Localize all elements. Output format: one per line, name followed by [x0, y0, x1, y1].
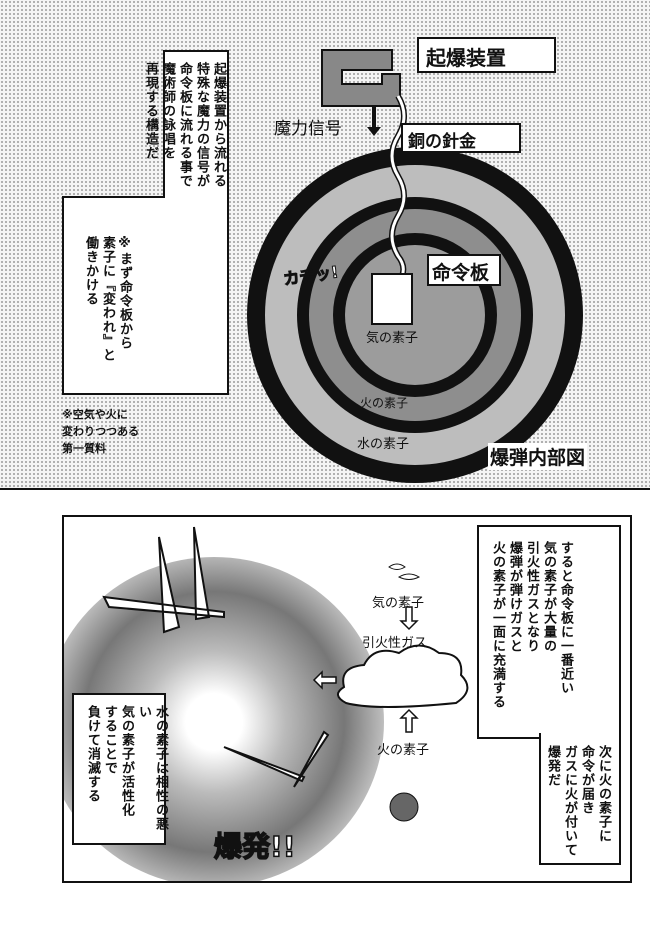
- arrow-up-icon: [399, 708, 419, 733]
- label-flammable-gas: 引火性ガス: [362, 636, 428, 651]
- narration-box: [163, 50, 229, 202]
- narration-line: 負けて消滅する: [85, 705, 100, 803]
- narration-line: 火の素子が一面に充満する: [490, 541, 505, 709]
- diagram-title: 爆弾内部図: [488, 443, 588, 470]
- panel-bomb-diagram: 起爆装置から流れる 特殊な魔力の信号が 命令板に流れる事で 魔術師の詠唱を 再現…: [0, 0, 650, 490]
- narration-line: 起爆装置から流れる: [211, 62, 226, 188]
- narration-line: 命令板に流れる事で: [177, 62, 192, 188]
- air-swirl-icon: [388, 563, 421, 580]
- label-air-element: 気の素子: [372, 596, 425, 611]
- narration-line: 気の素子が活性化: [119, 705, 134, 817]
- label-command-plate: 命令板: [432, 262, 490, 284]
- footnote-line: ※空気や火に: [62, 408, 128, 421]
- arrow-down-icon: [367, 105, 381, 136]
- narration-box-bottom: [539, 733, 621, 865]
- narration-left: 水の素子は相性の悪い 気の素子が活性化 することで 負けて消滅する: [84, 705, 169, 840]
- narration-line: 気の素子が大量の: [541, 541, 556, 653]
- narration-line: すると命令板に一番近い: [558, 541, 573, 695]
- explosion-art: [102, 526, 469, 822]
- fire-element-icon: [389, 792, 419, 822]
- footnote-line: 第一質料: [62, 442, 106, 455]
- sfx-explosion: 爆発!!: [213, 829, 296, 864]
- narration-line: 爆弾が弾けガスと: [507, 541, 522, 653]
- label-magic-signal: 魔力信号: [274, 119, 342, 139]
- footnote: ※空気や火に 変わりつつある 第一質料: [62, 406, 139, 457]
- label-water-element: 水の素子: [357, 437, 410, 452]
- narration-line: することで: [102, 705, 117, 775]
- arrow-down-icon: [399, 606, 419, 631]
- label-detonator: 起爆装置: [426, 46, 506, 70]
- narration-box-top: [477, 525, 621, 739]
- label-fire-element: 火の素子: [360, 396, 409, 410]
- command-plate-icon: [371, 273, 413, 325]
- narration-bottom: 次に火の素子に 命令が届き ガスに火が付いて 爆発だ: [544, 745, 612, 860]
- narration-box-lower: [62, 198, 229, 395]
- narration-line: 水の素子は相性の悪い: [136, 705, 168, 831]
- narration-line: 再現する構造だ: [143, 62, 158, 160]
- shard-icon: [102, 526, 225, 634]
- narration-line: 働きかける: [83, 236, 98, 306]
- narration-line: 引火性ガスとなり: [524, 541, 539, 653]
- narration-line: 命令が届き: [579, 745, 594, 815]
- narration-main: 起爆装置から流れる 特殊な魔力の信号が 命令板に流れる事で 魔術師の詠唱を 再現…: [142, 62, 227, 252]
- label-fire-element: 火の素子: [377, 743, 430, 758]
- arrow-left-icon: [312, 670, 337, 690]
- detonator-icon: [321, 49, 401, 107]
- narration-note: ※まず命令板から 素子に『変われ』と 働きかける: [82, 236, 133, 366]
- narration-line: 特殊な魔力の信号が: [194, 62, 209, 188]
- narration-top: すると命令板に一番近い 気の素子が大量の 引火性ガスとなり 爆弾が弾けガスと 火…: [489, 541, 574, 731]
- narration-line: 魔術師の詠唱を: [160, 62, 175, 160]
- label-air-element: 気の素子: [366, 331, 419, 346]
- footnote-line: 変わりつつある: [62, 425, 140, 438]
- narration-line: 素子に『変われ』と: [100, 236, 115, 362]
- narration-line: 爆発だ: [545, 745, 560, 787]
- label-copper-wire: 銅の針金: [408, 132, 476, 152]
- narration-line: ガスに火が付いて: [562, 745, 577, 857]
- panel-explosion: 気の素子 引火性ガス 火の素子 爆発!! すると命令板に一番近い 気の素子が大量…: [62, 515, 632, 883]
- narration-line: ※まず命令板から: [117, 236, 132, 350]
- narration-line: 次に火の素子に: [596, 745, 611, 843]
- bomb-diagram: [247, 37, 583, 483]
- narration-box-left: [72, 693, 166, 845]
- gas-cloud-icon: [337, 644, 469, 708]
